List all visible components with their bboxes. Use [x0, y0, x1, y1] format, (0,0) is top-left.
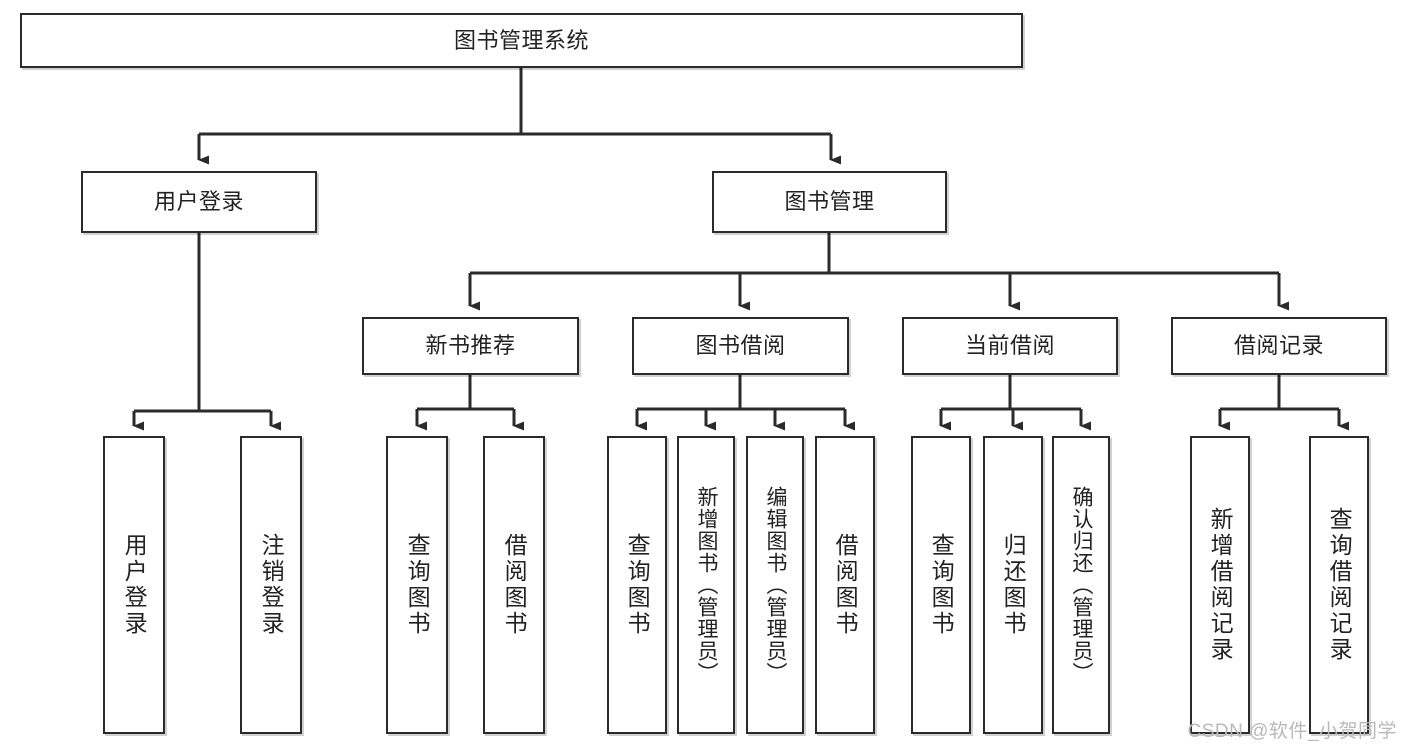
node-label: 图书管理系统 — [453, 27, 589, 53]
leaf-rec-borrow-book[interactable]: 借阅图书 — [483, 436, 545, 734]
leaf-borrow-add-book[interactable]: 新增图书（管理员） — [677, 436, 735, 734]
node-label: 查询图书 — [928, 533, 955, 637]
leaf-user-logout[interactable]: 注销登录 — [240, 436, 302, 734]
node-label: 查询借阅记录 — [1326, 507, 1353, 663]
leaf-rec-query-book[interactable]: 查询图书 — [386, 436, 448, 734]
node-label: 注销登录 — [258, 533, 285, 637]
node-label: 新增图书（管理员） — [695, 486, 719, 684]
node-label: 用户登录 — [121, 533, 148, 637]
node-current-borrow[interactable]: 当前借阅 — [902, 317, 1118, 375]
node-borrow-record[interactable]: 借阅记录 — [1171, 317, 1387, 375]
leaf-rec-add-record[interactable]: 新增借阅记录 — [1190, 436, 1250, 734]
leaf-borrow-query-book[interactable]: 查询图书 — [607, 436, 667, 734]
leaf-cur-confirm-return[interactable]: 确认归还（管理员） — [1052, 436, 1110, 734]
node-label: 借阅记录 — [1233, 333, 1324, 359]
csdn-watermark: CSDN @软件_小贺同学 — [1187, 721, 1397, 742]
node-book-borrow[interactable]: 图书借阅 — [632, 317, 849, 375]
node-label: 确认归还（管理员） — [1070, 486, 1094, 684]
leaf-user-login[interactable]: 用户登录 — [103, 436, 165, 734]
node-new-book-rec[interactable]: 新书推荐 — [362, 317, 579, 375]
node-label: 新书推荐 — [425, 333, 516, 359]
leaf-rec-query-record[interactable]: 查询借阅记录 — [1309, 436, 1369, 734]
leaf-cur-return-book[interactable]: 归还图书 — [983, 436, 1043, 734]
node-label: 借阅图书 — [501, 533, 528, 637]
node-label: 借阅图书 — [832, 533, 859, 637]
node-user-login[interactable]: 用户登录 — [81, 171, 317, 233]
node-label: 图书借阅 — [695, 333, 786, 359]
leaf-cur-query-book[interactable]: 查询图书 — [911, 436, 971, 734]
node-label: 图书管理 — [784, 189, 875, 215]
node-label: 新增借阅记录 — [1207, 507, 1234, 663]
node-label: 用户登录 — [153, 189, 244, 215]
node-label: 查询图书 — [404, 533, 431, 637]
leaf-borrow-edit-book[interactable]: 编辑图书（管理员） — [746, 436, 804, 734]
node-label: 编辑图书（管理员） — [764, 486, 788, 684]
node-root[interactable]: 图书管理系统 — [20, 13, 1023, 68]
node-label: 归还图书 — [1000, 533, 1027, 637]
leaf-borrow-borrow-book[interactable]: 借阅图书 — [815, 436, 875, 734]
node-label: 当前借阅 — [964, 333, 1055, 359]
node-book-manage[interactable]: 图书管理 — [712, 171, 947, 233]
node-label: 查询图书 — [624, 533, 651, 637]
